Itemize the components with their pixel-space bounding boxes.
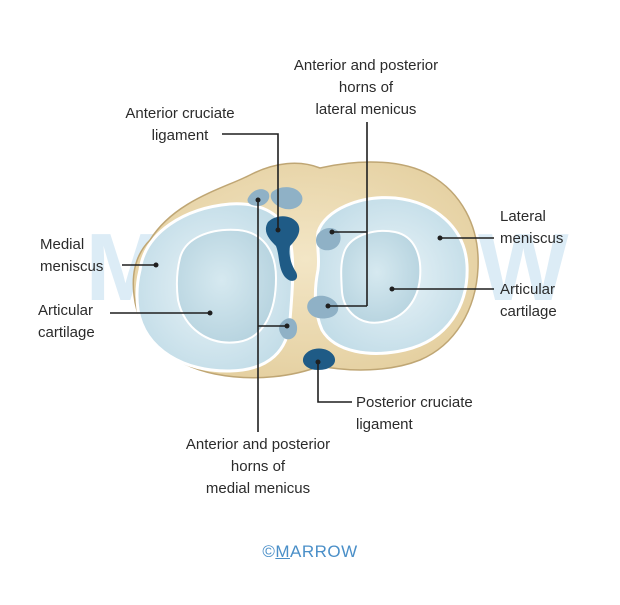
label-medial-meniscus-line1: Medial — [40, 236, 84, 253]
anterior-cruciate-ligament — [265, 216, 300, 281]
label-articular-right-line1: Articular — [500, 281, 555, 298]
leader-articular-left — [110, 310, 213, 316]
label-medial-horns: Anterior and posterior horns of medial m… — [186, 436, 330, 497]
brand-name-rest: ARROW — [290, 542, 358, 561]
leader-medial-meniscus — [122, 262, 159, 268]
label-lateral-meniscus: Lateral meniscus — [500, 208, 563, 247]
label-pcl: Posterior cruciate ligament — [356, 394, 473, 433]
medial-posterior-horn — [279, 318, 298, 340]
lateral-posterior-horn — [307, 295, 339, 319]
leader-articular-right — [389, 286, 494, 292]
brand-initial: M — [275, 542, 291, 561]
label-medial-meniscus: Medial meniscus — [40, 236, 103, 275]
copyright-symbol: © — [262, 542, 276, 561]
medial-articular-cartilage — [175, 228, 278, 344]
leader-lateral-meniscus — [437, 235, 494, 241]
lateral-articular-cartilage — [340, 230, 422, 324]
label-lateral-meniscus-line1: Lateral — [500, 208, 546, 225]
label-articular-left: Articular cartilage — [38, 302, 95, 341]
label-medial-meniscus-line2: meniscus — [40, 258, 103, 275]
label-lateral-horns: Anterior and posterior horns of lateral … — [294, 57, 438, 118]
label-articular-right-line2: cartilage — [500, 303, 557, 320]
label-articular-right: Articular cartilage — [500, 281, 557, 320]
lateral-anterior-horn — [316, 228, 341, 251]
label-lateral-meniscus-line2: meniscus — [500, 230, 563, 247]
leader-pcl — [315, 359, 352, 403]
label-lateral-horns-line1: Anterior and posterior — [294, 57, 438, 74]
label-acl-line2: ligament — [152, 127, 210, 144]
label-articular-left-line1: Articular — [38, 302, 93, 319]
leader-lateral-horns — [325, 122, 368, 309]
label-medial-horns-line2: horns of — [231, 458, 286, 475]
label-medial-horns-line3: medial menicus — [206, 480, 310, 497]
leader-acl — [222, 133, 281, 233]
brand-copyright: ©MARROW — [0, 542, 620, 562]
label-pcl-line1: Posterior cruciate — [356, 394, 473, 411]
label-lateral-horns-line2: horns of — [339, 79, 394, 96]
label-pcl-line2: ligament — [356, 416, 414, 433]
label-medial-horns-line1: Anterior and posterior — [186, 436, 330, 453]
leader-medial-horns — [255, 197, 290, 432]
label-lateral-horns-line3: lateral menicus — [316, 101, 417, 118]
label-acl: Anterior cruciate ligament — [125, 105, 234, 144]
label-acl-line1: Anterior cruciate — [125, 105, 234, 122]
posterior-cruciate-ligament — [302, 348, 336, 370]
label-articular-left-line2: cartilage — [38, 324, 95, 341]
